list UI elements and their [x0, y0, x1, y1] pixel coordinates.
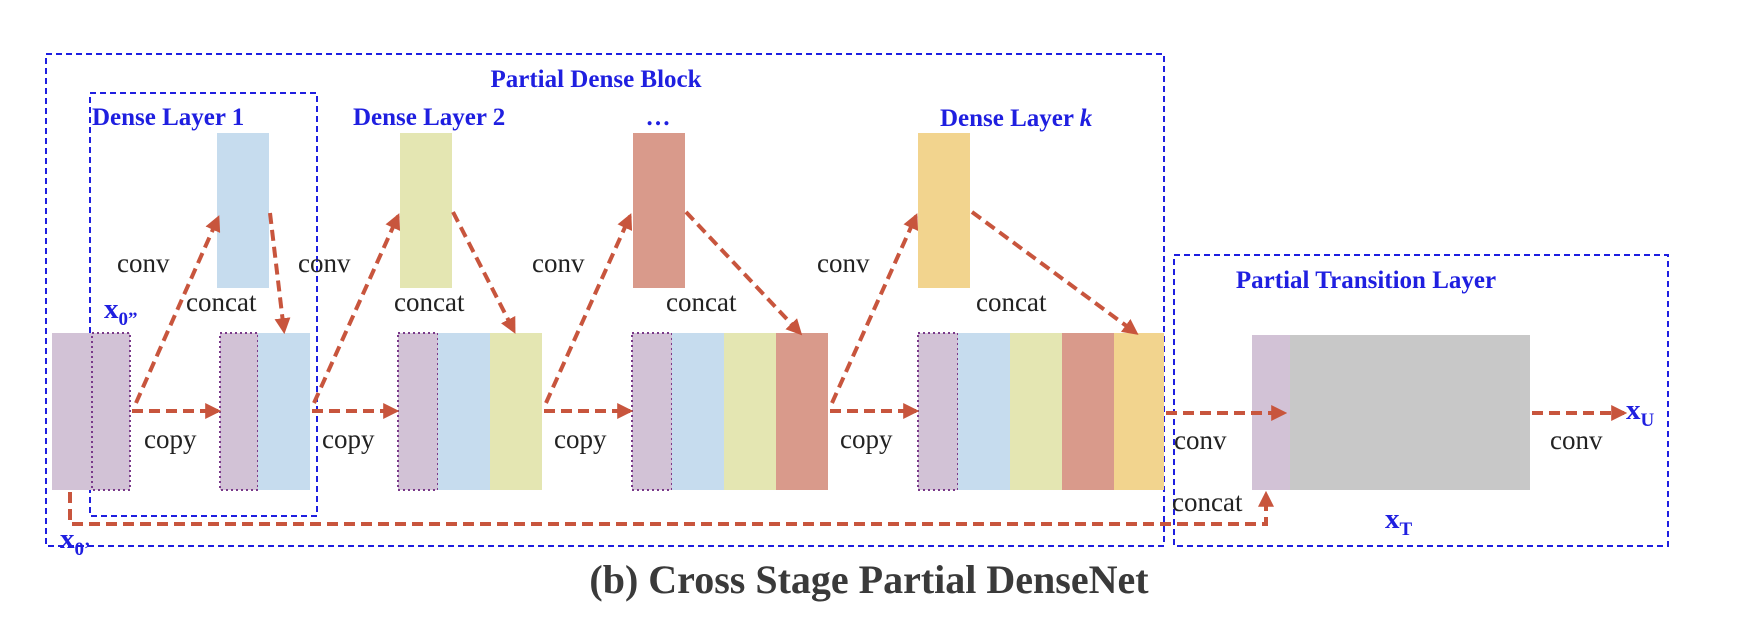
concat-label-3: concat [666, 287, 737, 317]
input-part-x0-double-prime [92, 333, 130, 490]
concat-label-2: concat [394, 287, 465, 317]
x0-double-prime-base: x [104, 293, 119, 325]
dense-layer-2-conv-output [400, 133, 452, 288]
stage2-yellow-part [490, 333, 542, 490]
stage3-copy-part [632, 333, 672, 490]
partial-dense-block-title: Partial Dense Block [490, 66, 701, 93]
x0-double-prime-symbol: x0” [104, 293, 138, 330]
transition-conv-label: conv [1174, 425, 1227, 455]
stage2-copy-part [398, 333, 438, 490]
partial-dense-block-frame [45, 53, 1165, 547]
x0-prime-symbol: x0’ [60, 523, 90, 560]
xt-base: x [1385, 503, 1400, 535]
dense-layer-k-prefix: Dense Layer [940, 105, 1080, 132]
partial-transition-layer-title: Partial Transition Layer [1236, 267, 1496, 294]
xu-symbol: xU [1626, 394, 1655, 431]
stage2-blue-part [438, 333, 490, 490]
stage3-red-part [776, 333, 828, 490]
conv-arrow-3 [544, 213, 633, 404]
conv-arrow-2 [312, 213, 401, 404]
dense-layer-1-conv-output [217, 133, 269, 288]
xu-base: x [1626, 394, 1641, 426]
conv-label-2: conv [298, 248, 351, 278]
xt-symbol: xT [1385, 503, 1413, 540]
x0-double-prime-subscript: 0” [119, 309, 138, 330]
dense-layer-k-variable: k [1080, 105, 1093, 132]
xt-subscript: T [1400, 519, 1413, 540]
output-conv-label: conv [1550, 425, 1603, 455]
copy-label-3: copy [554, 424, 607, 454]
x0-prime-subscript: 0’ [75, 539, 91, 560]
dense-layer-k-label: Dense Layer k [940, 105, 1093, 132]
partial-transition-layer-frame [1173, 254, 1669, 547]
concat-arrow-2 [451, 211, 516, 334]
stage1-blue-part [258, 333, 310, 490]
x0-prime-base: x [60, 523, 75, 555]
dense-layer-middle-conv-output [633, 133, 685, 288]
x0-double-prime-dotted-border [91, 332, 131, 491]
copy-label-1: copy [144, 424, 197, 454]
copy-label-4: copy [840, 424, 893, 454]
conv-label-1: conv [117, 248, 170, 278]
concat-label-1: concat [186, 287, 257, 317]
stage4-orange-part [1114, 333, 1164, 490]
transition-concat-label: concat [1172, 487, 1243, 517]
stage1-copy-part [220, 333, 258, 490]
dense-layer-k-conv-output [918, 133, 970, 288]
figure-title: (b) Cross Stage Partial DenseNet [589, 557, 1149, 602]
stage3-blue-part [672, 333, 724, 490]
dense-layer-ellipsis-label: … [646, 104, 671, 131]
concat-arrow-3 [684, 210, 803, 336]
dense-layer-1-frame [89, 92, 318, 517]
xu-subscript: U [1641, 410, 1655, 431]
stage4-copy-part [918, 333, 958, 490]
input-part-x0-prime [52, 333, 92, 490]
stage4-blue-part [958, 333, 1010, 490]
stage3-yellow-part [724, 333, 776, 490]
dense-layer-1-label: Dense Layer 1 [92, 104, 244, 131]
stage4-red-part [1062, 333, 1114, 490]
transition-gray-part [1290, 335, 1530, 490]
dense-layer-2-label: Dense Layer 2 [353, 104, 505, 131]
conv-label-4: conv [817, 248, 870, 278]
concat-label-4: concat [976, 287, 1047, 317]
copy-label-2: copy [322, 424, 375, 454]
cross-stage-bypass-arrow [68, 490, 1274, 526]
concat-arrow-1 [268, 212, 291, 335]
conv-arrow-4 [830, 213, 919, 404]
stage4-yellow-part [1010, 333, 1062, 490]
arrows [68, 210, 1628, 526]
conv-label-3: conv [532, 248, 585, 278]
